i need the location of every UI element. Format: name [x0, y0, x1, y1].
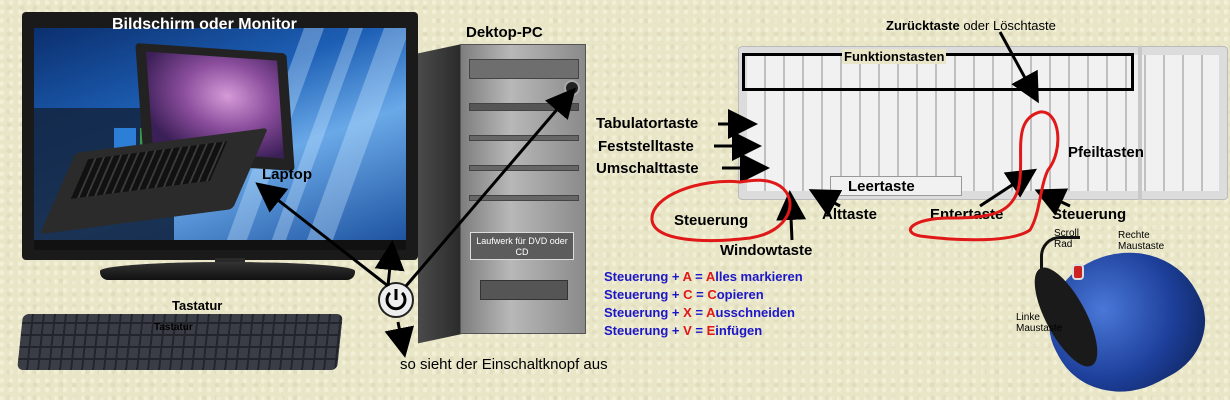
- pc-label: Dektop-PC: [466, 24, 543, 41]
- shortcut-list: Steuerung + A = Alles markieren Steuerun…: [604, 268, 803, 340]
- shortcut-prefix: Steuerung +: [604, 287, 684, 302]
- shortcut-prefix: Steuerung +: [604, 305, 684, 320]
- shortcut-cap: A: [706, 305, 716, 320]
- space-key: [830, 176, 962, 196]
- red-circle-ctrl: [650, 178, 792, 243]
- arrow-power-monitor: [374, 240, 405, 287]
- backspace-label: Zurücktaste oder Löschtaste: [886, 18, 1056, 33]
- shortcut-key: X: [683, 305, 692, 320]
- backspace-label-alt: oder Löschtaste: [963, 18, 1056, 33]
- shortcut-prefix: Steuerung +: [604, 323, 684, 338]
- shortcut-key: A: [682, 269, 692, 284]
- laptop-label: Laptop: [262, 166, 312, 183]
- power-button-icon: [378, 282, 414, 318]
- arrow-power-pc: [404, 87, 576, 287]
- shortcut-cap: C: [707, 287, 717, 302]
- shortcut-item: Steuerung + C = Copieren: [604, 286, 803, 304]
- arrows: [255, 31, 1071, 358]
- shortcut-cap: A: [705, 269, 716, 284]
- right-mouse-label: Rechte Maustaste: [1118, 230, 1165, 252]
- mouse-cable: [1040, 236, 1080, 276]
- arrow-ctrl-right: [1034, 188, 1071, 216]
- keyboard-small-label: Tastatur: [172, 298, 223, 313]
- dvd-drive: Laufwerk für DVD oder CD: [470, 232, 574, 260]
- ctrl-left-label: Steuerung: [674, 212, 749, 229]
- shortcut-prefix: Steuerung +: [604, 269, 683, 284]
- shortcut-eq: =: [691, 305, 707, 320]
- shortcut-rest: infügen: [715, 323, 763, 338]
- caps-key-label: Feststelltaste: [598, 138, 694, 155]
- power-caption: so sieht der Einschaltknopf aus: [400, 356, 608, 373]
- shift-key-label: Umschalttaste: [596, 160, 699, 177]
- taskbar: [34, 240, 406, 250]
- shortcut-item: Steuerung + A = Alles markieren: [604, 268, 803, 286]
- shortcut-item: Steuerung + V = Einfügen: [604, 322, 803, 340]
- power-symbol-icon: [385, 289, 407, 311]
- red-circle-enter: [908, 110, 1060, 242]
- shortcut-eq: =: [691, 269, 706, 284]
- shortcut-eq: =: [691, 323, 707, 338]
- function-keys-label: Funktionstasten: [842, 49, 947, 64]
- space-key-label: Leertaste: [848, 178, 915, 195]
- dvd-drive-label: Laufwerk für DVD oder CD: [476, 236, 568, 257]
- scroll-wheel-label: Scroll Rad: [1054, 228, 1080, 250]
- arrow-power-caption: [384, 321, 415, 358]
- arrow-laptop: [255, 182, 389, 288]
- monitor-stand: [100, 262, 355, 280]
- shortcut-key: V: [683, 323, 692, 338]
- shortcut-eq: =: [692, 287, 708, 302]
- left-mouse-label: Linke Maustaste: [1016, 312, 1063, 334]
- shortcut-key: C: [683, 287, 693, 302]
- red-markers: [650, 110, 1060, 243]
- shortcut-rest: lles markieren: [715, 269, 803, 284]
- shortcut-cap: E: [706, 323, 716, 338]
- shortcut-rest: usschneiden: [715, 305, 795, 320]
- arrow-alt: [808, 189, 843, 217]
- numpad-gap: [1138, 46, 1142, 200]
- tab-key-label: Tabulatortaste: [596, 115, 699, 132]
- mouse-scroll-wheel: [1072, 264, 1084, 280]
- arrow-backspace: [998, 31, 1039, 104]
- arrow-enter: [979, 168, 1038, 208]
- backspace-label-main: Zurücktaste: [886, 18, 960, 33]
- shortcut-item: Steuerung + X = Ausschneiden: [604, 304, 803, 322]
- pc-slot: [480, 280, 568, 300]
- keyboard-device-label: Tastatur: [154, 322, 193, 333]
- arrow-keys-label: Pfeiltasten: [1068, 144, 1144, 161]
- windows-key-label: Windowtaste: [720, 242, 813, 259]
- monitor-label: Bildschirm oder Monitor: [112, 16, 297, 33]
- ctrl-right-label: Steuerung: [1052, 206, 1127, 223]
- shortcut-rest: opieren: [716, 287, 764, 302]
